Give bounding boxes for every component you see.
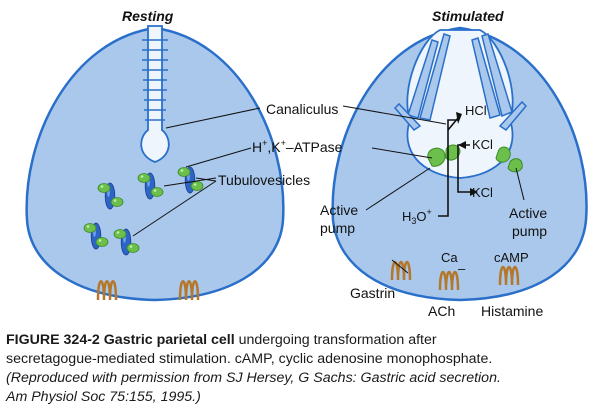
leader-lines bbox=[132, 105, 525, 274]
label-canaliculus: Canaliculus bbox=[266, 101, 338, 117]
label-h3o: H3O+ bbox=[402, 207, 432, 226]
label-kcl-bottom: KCl bbox=[472, 185, 493, 200]
label-camp: cAMP bbox=[494, 250, 529, 265]
caption-line-1-rest: undergoing transformation after bbox=[234, 332, 437, 348]
label-ach: ACh bbox=[428, 303, 455, 319]
caption-line-2: secretagogue-mediated stimulation. cAMP,… bbox=[6, 351, 493, 367]
label-minus: – bbox=[458, 261, 466, 276]
label-gastrin: Gastrin bbox=[350, 285, 395, 301]
label-active-pump-left-2: pump bbox=[320, 220, 355, 236]
caption-line-1: FIGURE 324-2 Gastric parietal cell under… bbox=[6, 331, 598, 350]
parietal-cell-diagram: Resting Stimulated Canaliculus H+,K+–ATP… bbox=[25, 8, 588, 319]
label-active-pump-right-1: Active bbox=[509, 205, 547, 221]
label-active-pump-left-1: Active bbox=[320, 202, 358, 218]
stimulated-cell bbox=[331, 26, 588, 302]
label-tubulovesicles: Tubulovesicles bbox=[218, 172, 310, 188]
label-histamine: Histamine bbox=[481, 303, 543, 319]
resting-cell bbox=[25, 25, 285, 302]
caption-line-4: Am Physiol Soc 75:155, 1995.) bbox=[6, 389, 201, 405]
label-atpase: H+,K+–ATPase bbox=[252, 138, 343, 155]
label-kcl-top: KCl bbox=[472, 137, 493, 152]
stimulated-title: Stimulated bbox=[432, 8, 504, 24]
resting-receptors bbox=[96, 280, 200, 301]
caption-line-3: (Reproduced with permission from SJ Hers… bbox=[6, 370, 501, 386]
label-ca: Ca bbox=[441, 250, 458, 265]
label-active-pump-right-2: pump bbox=[512, 223, 547, 239]
resting-title: Resting bbox=[122, 8, 174, 24]
label-hcl: HCl bbox=[465, 103, 487, 118]
caption-title: FIGURE 324-2 Gastric parietal cell bbox=[6, 332, 235, 348]
canalicular-pumps bbox=[427, 144, 523, 173]
